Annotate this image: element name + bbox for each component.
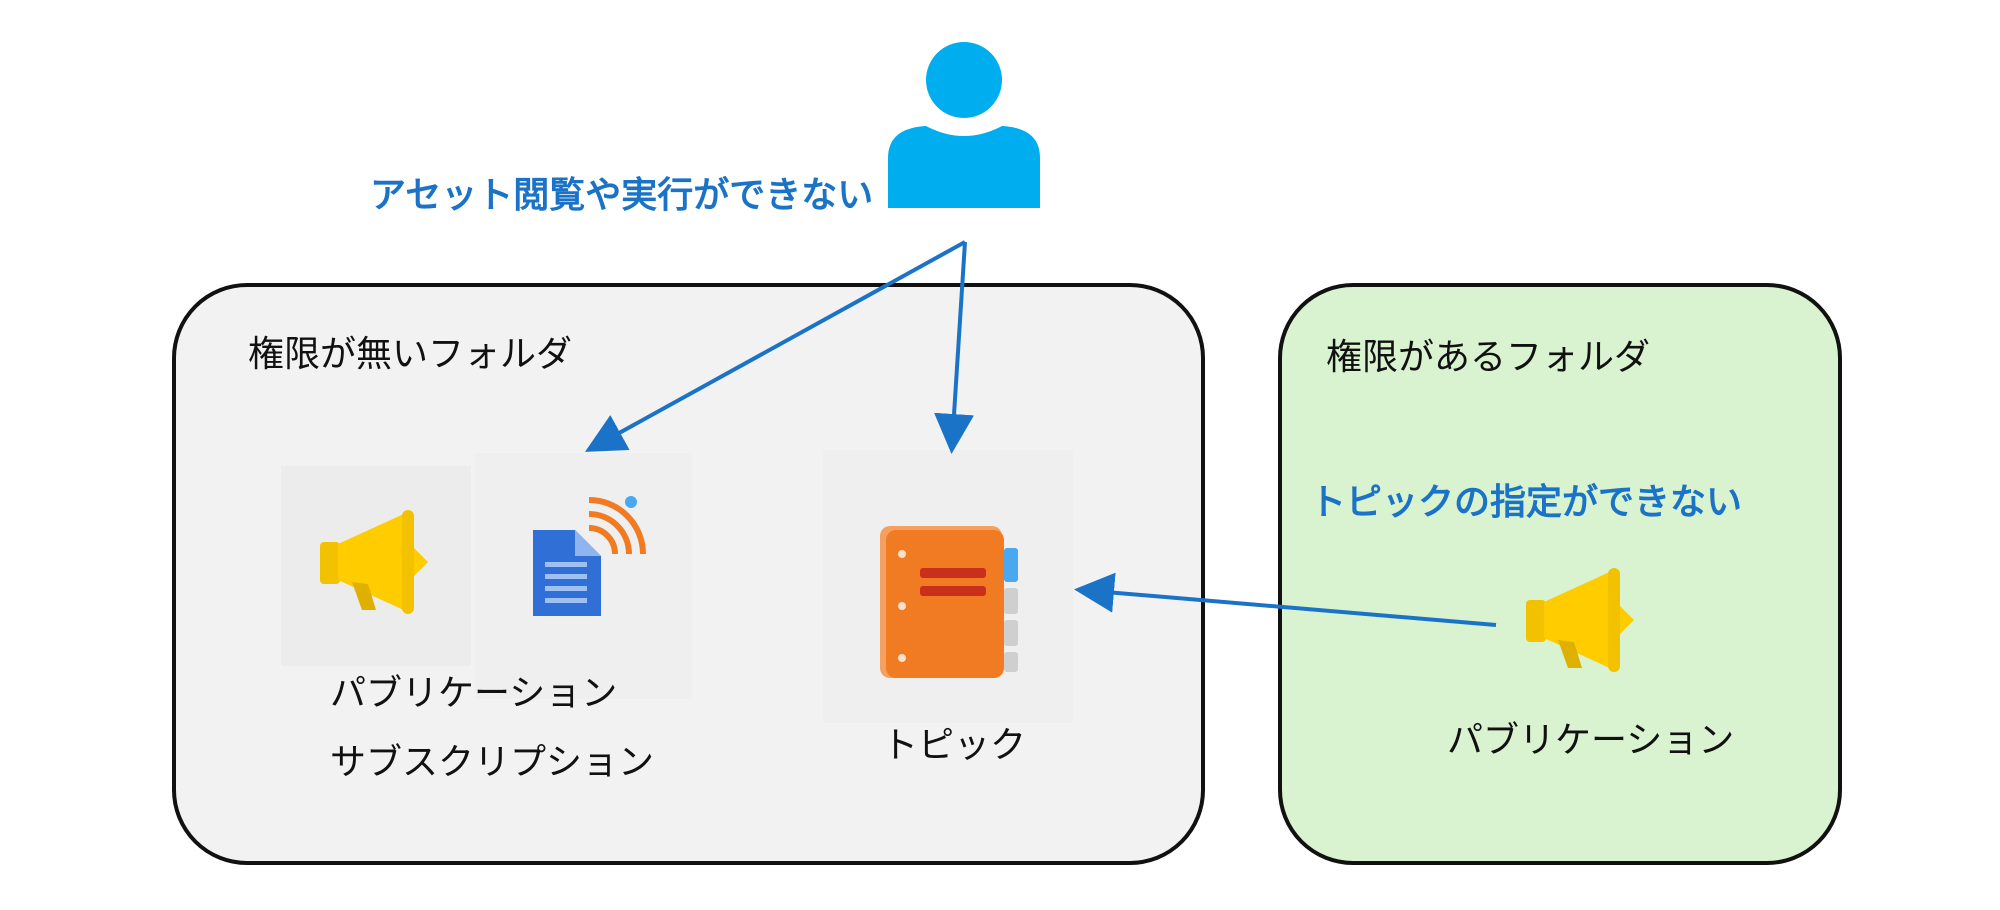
topic-label: トピック xyxy=(882,725,1027,766)
permission-publication-label: パブリケーション xyxy=(1447,720,1735,761)
permission-folder xyxy=(1278,283,1842,865)
arrow-user-to-topic xyxy=(934,241,974,454)
megaphone-icon xyxy=(320,510,428,614)
subscription-label: サブスクリプション xyxy=(330,742,655,783)
document-signal-icon xyxy=(533,496,646,616)
user-restriction-note: アセット閲覧や実行ができない xyxy=(370,175,874,216)
topic-restriction-note: トピックの指定ができない xyxy=(1310,482,1743,523)
person-icon xyxy=(888,42,1040,208)
no-permission-folder-title: 権限が無いフォルダ xyxy=(248,334,573,375)
permission-folder-title: 権限があるフォルダ xyxy=(1326,337,1651,378)
arrow-user-to-subscription xyxy=(584,240,966,452)
publication-label: パブリケーション xyxy=(330,673,618,714)
notebook-icon xyxy=(880,526,1018,678)
megaphone-icon xyxy=(1526,568,1634,672)
arrow-publication-to-topic xyxy=(1074,572,1497,627)
